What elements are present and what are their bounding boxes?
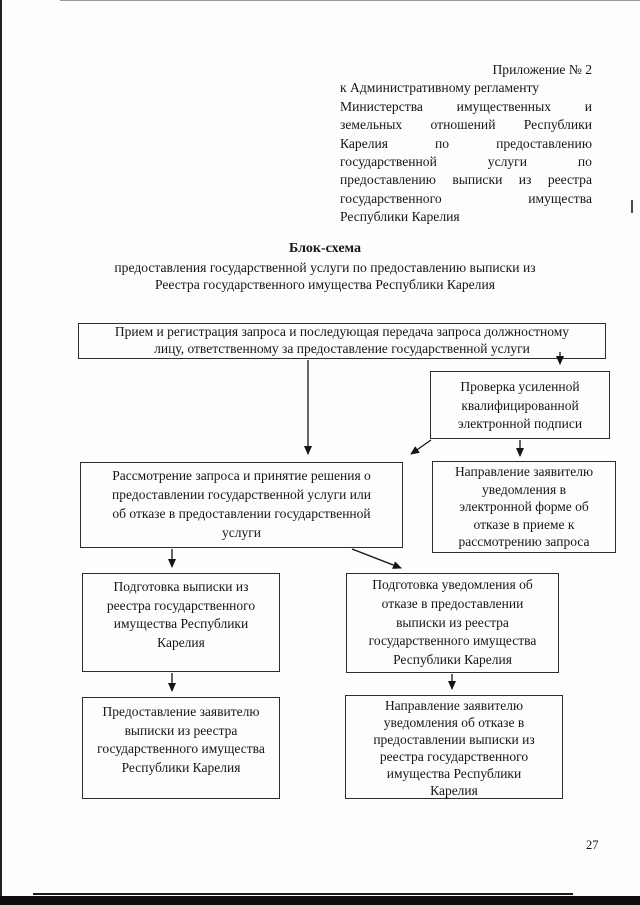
scan-edge-bottom-thin — [33, 893, 573, 895]
appendix-reference: Приложение № 2 к Административному регла… — [340, 61, 592, 227]
scan-edge-left — [0, 0, 2, 905]
flow-box-prepare-extract: Подготовка выписки из реестра государств… — [82, 573, 280, 672]
scan-mark-right — [631, 200, 633, 213]
appendix-line: Республики Карелия — [340, 209, 460, 225]
page-title: Блок-схема — [289, 241, 361, 256]
page-number: 27 — [586, 838, 599, 852]
flow-box-request-review: Рассмотрение запроса и принятие решения … — [80, 462, 403, 548]
arrow-review-to-prepare-refusal — [351, 548, 402, 569]
flow-box-signature-check: Проверка усиленной квалифицированной эле… — [430, 371, 610, 439]
flow-box-reception: Прием и регистрация запроса и последующа… — [78, 323, 606, 359]
arrow-signature-check-to-review — [410, 439, 432, 455]
appendix-line: к Административному регламенту — [340, 80, 540, 96]
document-title-block: Блок-схема предоставления государственно… — [45, 240, 605, 294]
page-subtitle: предоставления государственной услуги по… — [114, 260, 536, 293]
flow-box-send-refusal-notice: Направление заявителю уведомления об отк… — [345, 695, 563, 799]
flow-box-provide-extract: Предоставление заявителю выписки из реес… — [82, 697, 280, 799]
flow-box-rejection-notice-electronic: Направление заявителю уведомления в элек… — [432, 461, 616, 553]
flow-box-prepare-refusal-notice: Подготовка уведомления об отказе в предо… — [346, 573, 559, 673]
scan-edge-top — [60, 0, 640, 1]
scan-edge-bottom — [0, 896, 640, 905]
appendix-line: Приложение № 2 — [492, 62, 592, 77]
